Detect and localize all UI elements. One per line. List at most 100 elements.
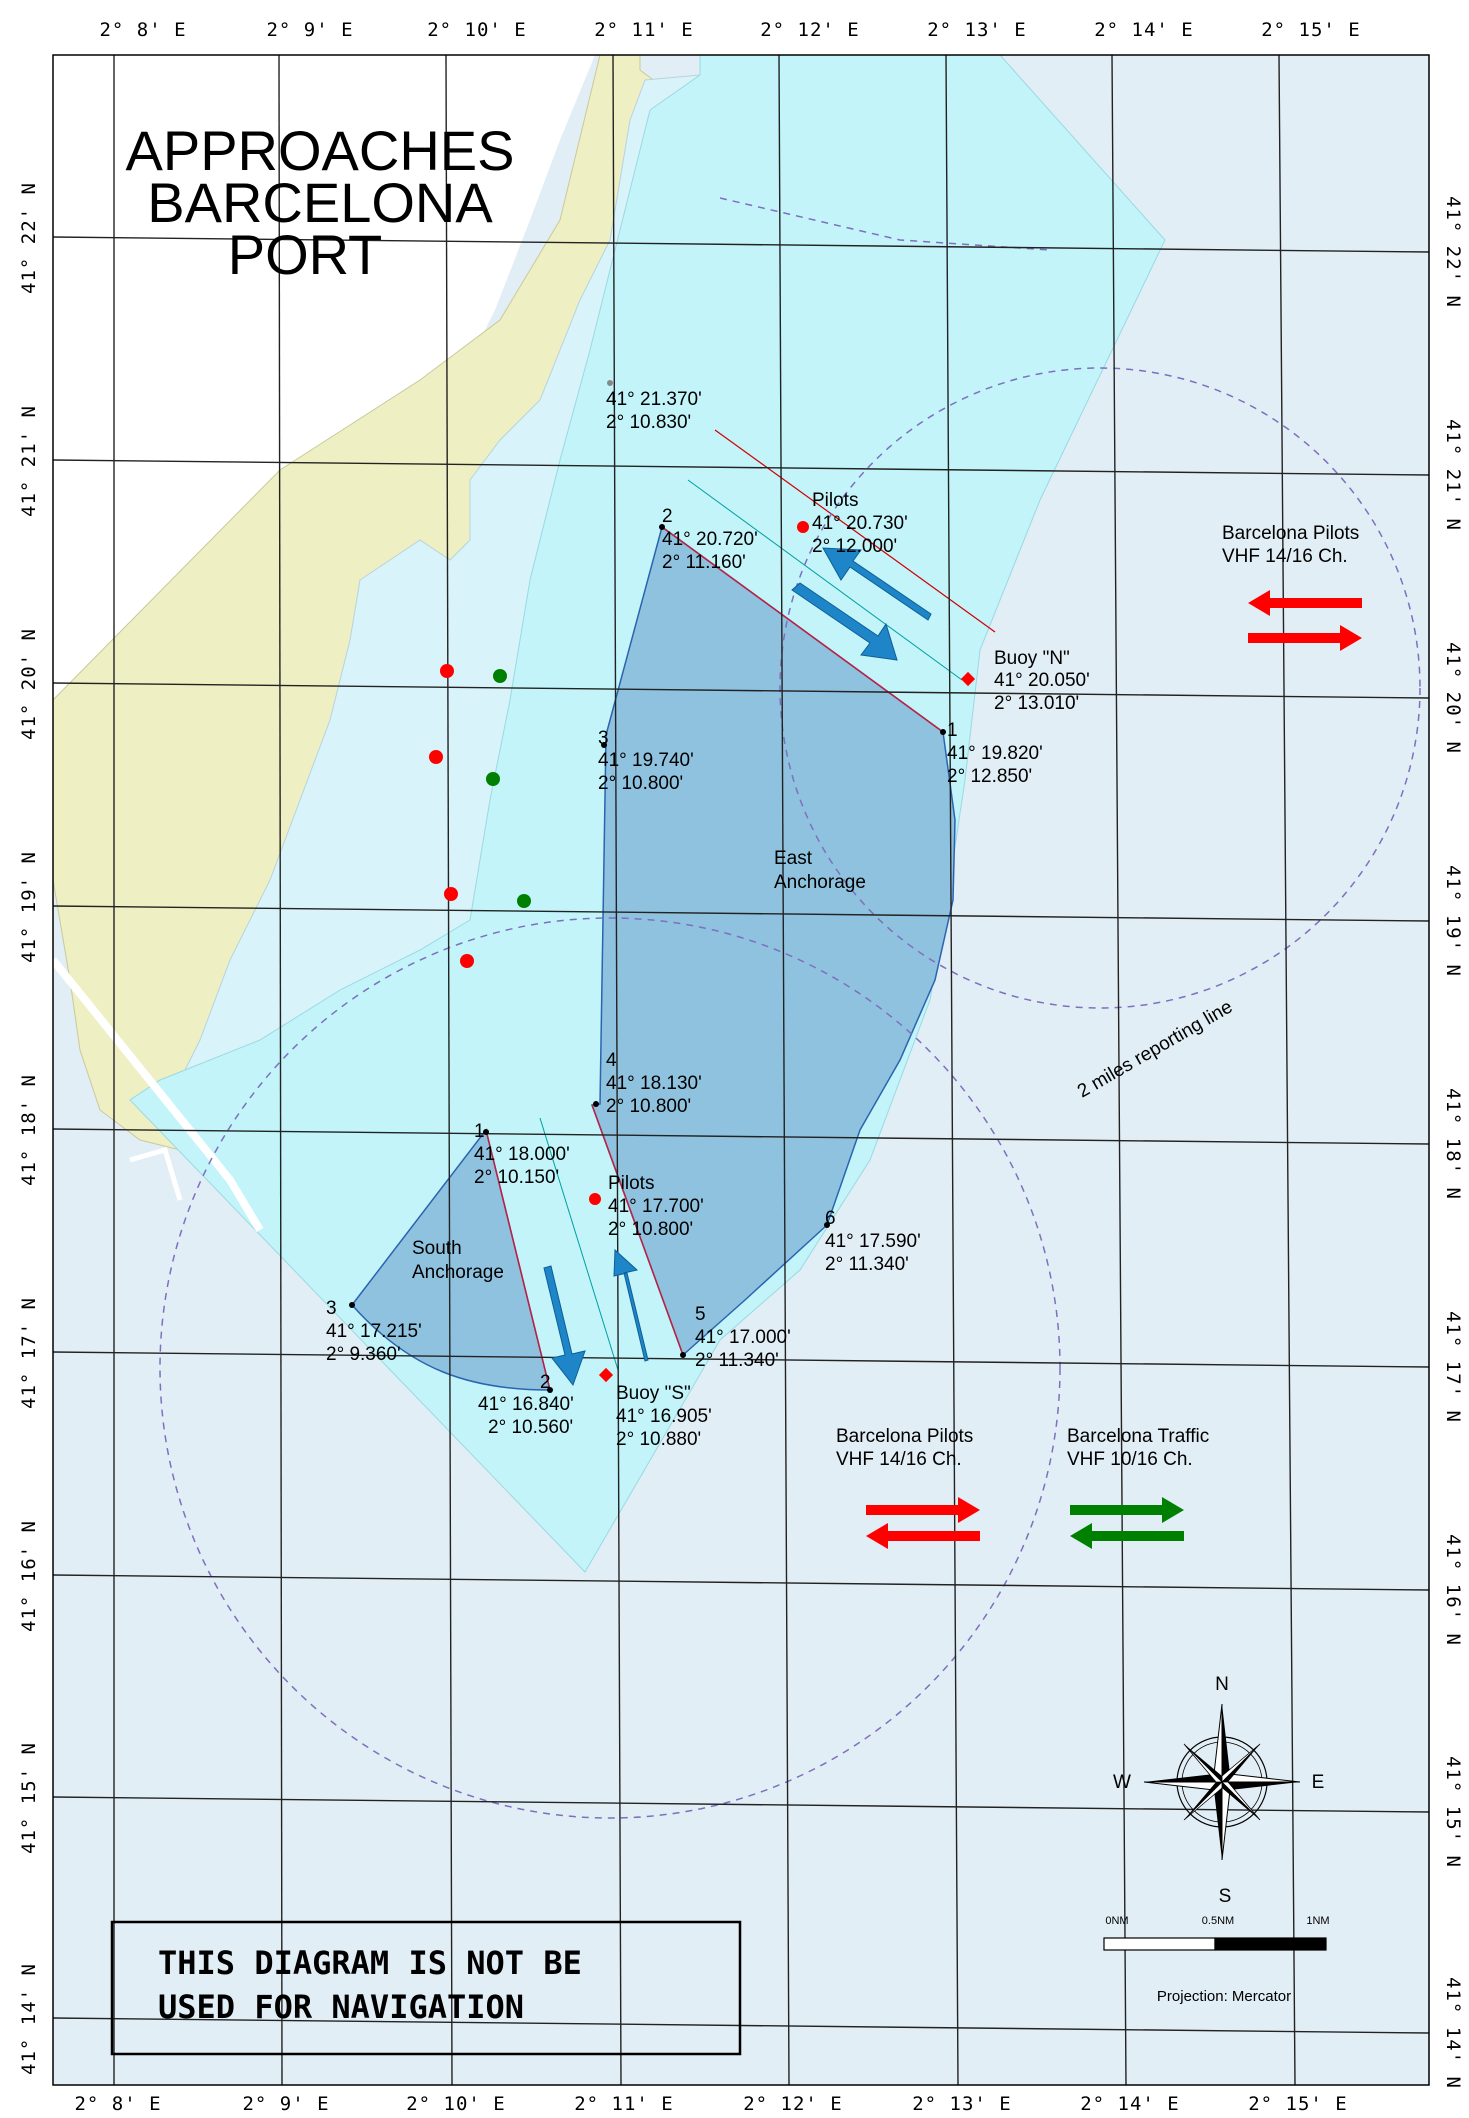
lat-right-1: 41° 21' N (1442, 419, 1464, 531)
disclaimer-line2: USED FOR NAVIGATION (158, 1988, 524, 2026)
pilots-south-arrow-left (866, 1523, 980, 1549)
scale-segment-white (1103, 1937, 1216, 1951)
east-2-num: 2 (662, 506, 673, 527)
pilots-north-arrow-right (1248, 625, 1362, 651)
disclaimer-line1: THIS DIAGRAM IS NOT BE (158, 1944, 582, 1982)
breakwater-south-tip (129, 1146, 183, 1201)
traffic-arrows-north (791, 547, 932, 661)
arrow-outbound-south (613, 1248, 649, 1362)
lon-bottom-7: 2° 15' E (1248, 2093, 1348, 2115)
lat-right-4: 41° 18' N (1442, 1088, 1464, 1200)
pilots-south-marker (589, 1193, 601, 1205)
map-frame (52, 54, 1430, 2086)
radio-traffic-line2: VHF 10/16 Ch. (1067, 1449, 1193, 1470)
lon-bottom-6: 2° 14' E (1080, 2093, 1180, 2115)
east-anchorage-north-edge (661, 526, 944, 733)
east-6-num: 6 (825, 1208, 836, 1229)
north-channel-red-line (714, 429, 996, 633)
east-anchorage-line2: Anchorage (774, 872, 866, 893)
east-2-lat: 41° 20.720' (662, 529, 758, 550)
vertex-dots (349, 380, 946, 1393)
red-light-2 (429, 750, 443, 764)
arrow-outbound-north (791, 582, 898, 661)
buoy-n-lon: 2° 13.010' (994, 693, 1079, 714)
buoy-s-lon: 2° 10.880' (616, 1429, 701, 1450)
title-line2: BARCELONA (147, 171, 493, 234)
breakwater-south (53, 957, 264, 1233)
reporting-circle-north (779, 367, 1421, 1009)
red-light-1 (440, 664, 454, 678)
latitude-labels-left: 41° 22' N 41° 21' N 41° 20' N 41° 19' N … (18, 182, 40, 2075)
east-2-lon: 2° 11.160' (662, 552, 746, 573)
east-4-num: 4 (606, 1050, 617, 1071)
red-light-4 (460, 954, 474, 968)
buoy-n-name: Buoy "N" (994, 648, 1070, 669)
traffic-arrow-right (1070, 1497, 1184, 1523)
lat-left-7: 41° 15' N (18, 1742, 40, 1854)
lat-right-2: 41° 20' N (1442, 642, 1464, 754)
longitude-labels-top: 2° 8' E 2° 9' E 2° 10' E 2° 11' E 2° 12'… (99, 19, 1361, 41)
buoy-n-lat: 41° 20.050' (994, 670, 1090, 691)
lon-bottom-4: 2° 12' E (743, 2093, 843, 2115)
lat-left-5: 41° 17' N (18, 1297, 40, 1409)
lon-bottom-5: 2° 13' E (912, 2093, 1012, 2115)
south-anchorage-area (351, 1128, 551, 1391)
lat-right-0: 41° 22' N (1442, 196, 1464, 308)
lat-right-6: 41° 16' N (1442, 1534, 1464, 1646)
lon-top-3: 2° 11' E (594, 19, 694, 41)
red-light-3 (444, 887, 458, 901)
lat-right-8: 41° 14' N (1442, 1977, 1464, 2089)
south-anchorage-line2: Anchorage (412, 1262, 504, 1283)
south-2-num: 2 (540, 1372, 551, 1393)
east-6-lon: 2° 11.340' (825, 1254, 909, 1275)
south-3-num: 3 (326, 1298, 337, 1319)
green-light-2 (486, 772, 500, 786)
arrow-inbound-north (822, 547, 932, 621)
pilots-south-lat: 41° 17.700' (608, 1196, 704, 1217)
lat-left-2: 41° 20' N (18, 628, 40, 740)
lon-top-7: 2° 15' E (1261, 19, 1361, 41)
pilots-south-name: Pilots (608, 1173, 654, 1194)
pilots-north-name: Pilots (812, 490, 858, 511)
east-5-lat: 41° 17.000' (695, 1327, 791, 1348)
title-line3: PORT (228, 223, 383, 286)
lat-left-0: 41° 22' N (18, 182, 40, 294)
scale-half-label: 0.5NM (1202, 1915, 1234, 1927)
lon-bottom-1: 2° 9' E (242, 2093, 329, 2115)
title-line1: APPROACHES (126, 119, 515, 182)
pier-lat: 41° 21.370' (606, 389, 702, 410)
south-1-lon: 2° 10.150' (474, 1167, 559, 1188)
south-channel-teal-line (539, 1117, 619, 1371)
compass-e: E (1312, 1772, 1325, 1793)
arrow-inbound-south (543, 1265, 586, 1387)
scale-segment-black (1214, 1937, 1327, 1951)
south-1-lat: 41° 18.000' (474, 1144, 570, 1165)
lat-right-3: 41° 19' N (1442, 865, 1464, 977)
map-body: N S E W 0NM 0.5NM 1NM Projection: Mercat… (53, 55, 1429, 2085)
east-4-lon: 2° 10.800' (606, 1096, 691, 1117)
south-anchorage-line1: South (412, 1238, 462, 1259)
radio-arrows-pilots-north (1248, 590, 1362, 651)
lat-left-6: 41° 16' N (18, 1520, 40, 1632)
east-4-lat: 41° 18.130' (606, 1073, 702, 1094)
scale-one-label: 1NM (1306, 1915, 1329, 1927)
pilots-south-arrow-right (866, 1497, 980, 1523)
east-3-num: 3 (598, 728, 609, 749)
lat-left-4: 41° 18' N (18, 1074, 40, 1186)
east-6-lat: 41° 17.590' (825, 1231, 921, 1252)
traffic-arrows-south (543, 1248, 649, 1387)
radio-pilots-north-line1: Barcelona Pilots (1222, 523, 1359, 544)
lat-right-7: 41° 15' N (1442, 1756, 1464, 1868)
north-channel-teal-line (687, 479, 963, 681)
buoy-n-marker (960, 671, 976, 687)
lat-left-8: 41° 14' N (18, 1963, 40, 2075)
lon-top-0: 2° 8' E (99, 19, 186, 41)
pier-lon: 2° 10.830' (606, 412, 691, 433)
inland-area (53, 55, 595, 880)
pilots-north-lon: 2° 12.000' (812, 536, 897, 557)
east-3-lon: 2° 10.800' (598, 773, 683, 794)
projection-label: Projection: Mercator (1157, 1988, 1291, 2005)
east-3-lat: 41° 19.740' (598, 750, 694, 771)
longitude-labels-bottom: 2° 8' E 2° 9' E 2° 10' E 2° 11' E 2° 12'… (74, 2093, 1348, 2115)
